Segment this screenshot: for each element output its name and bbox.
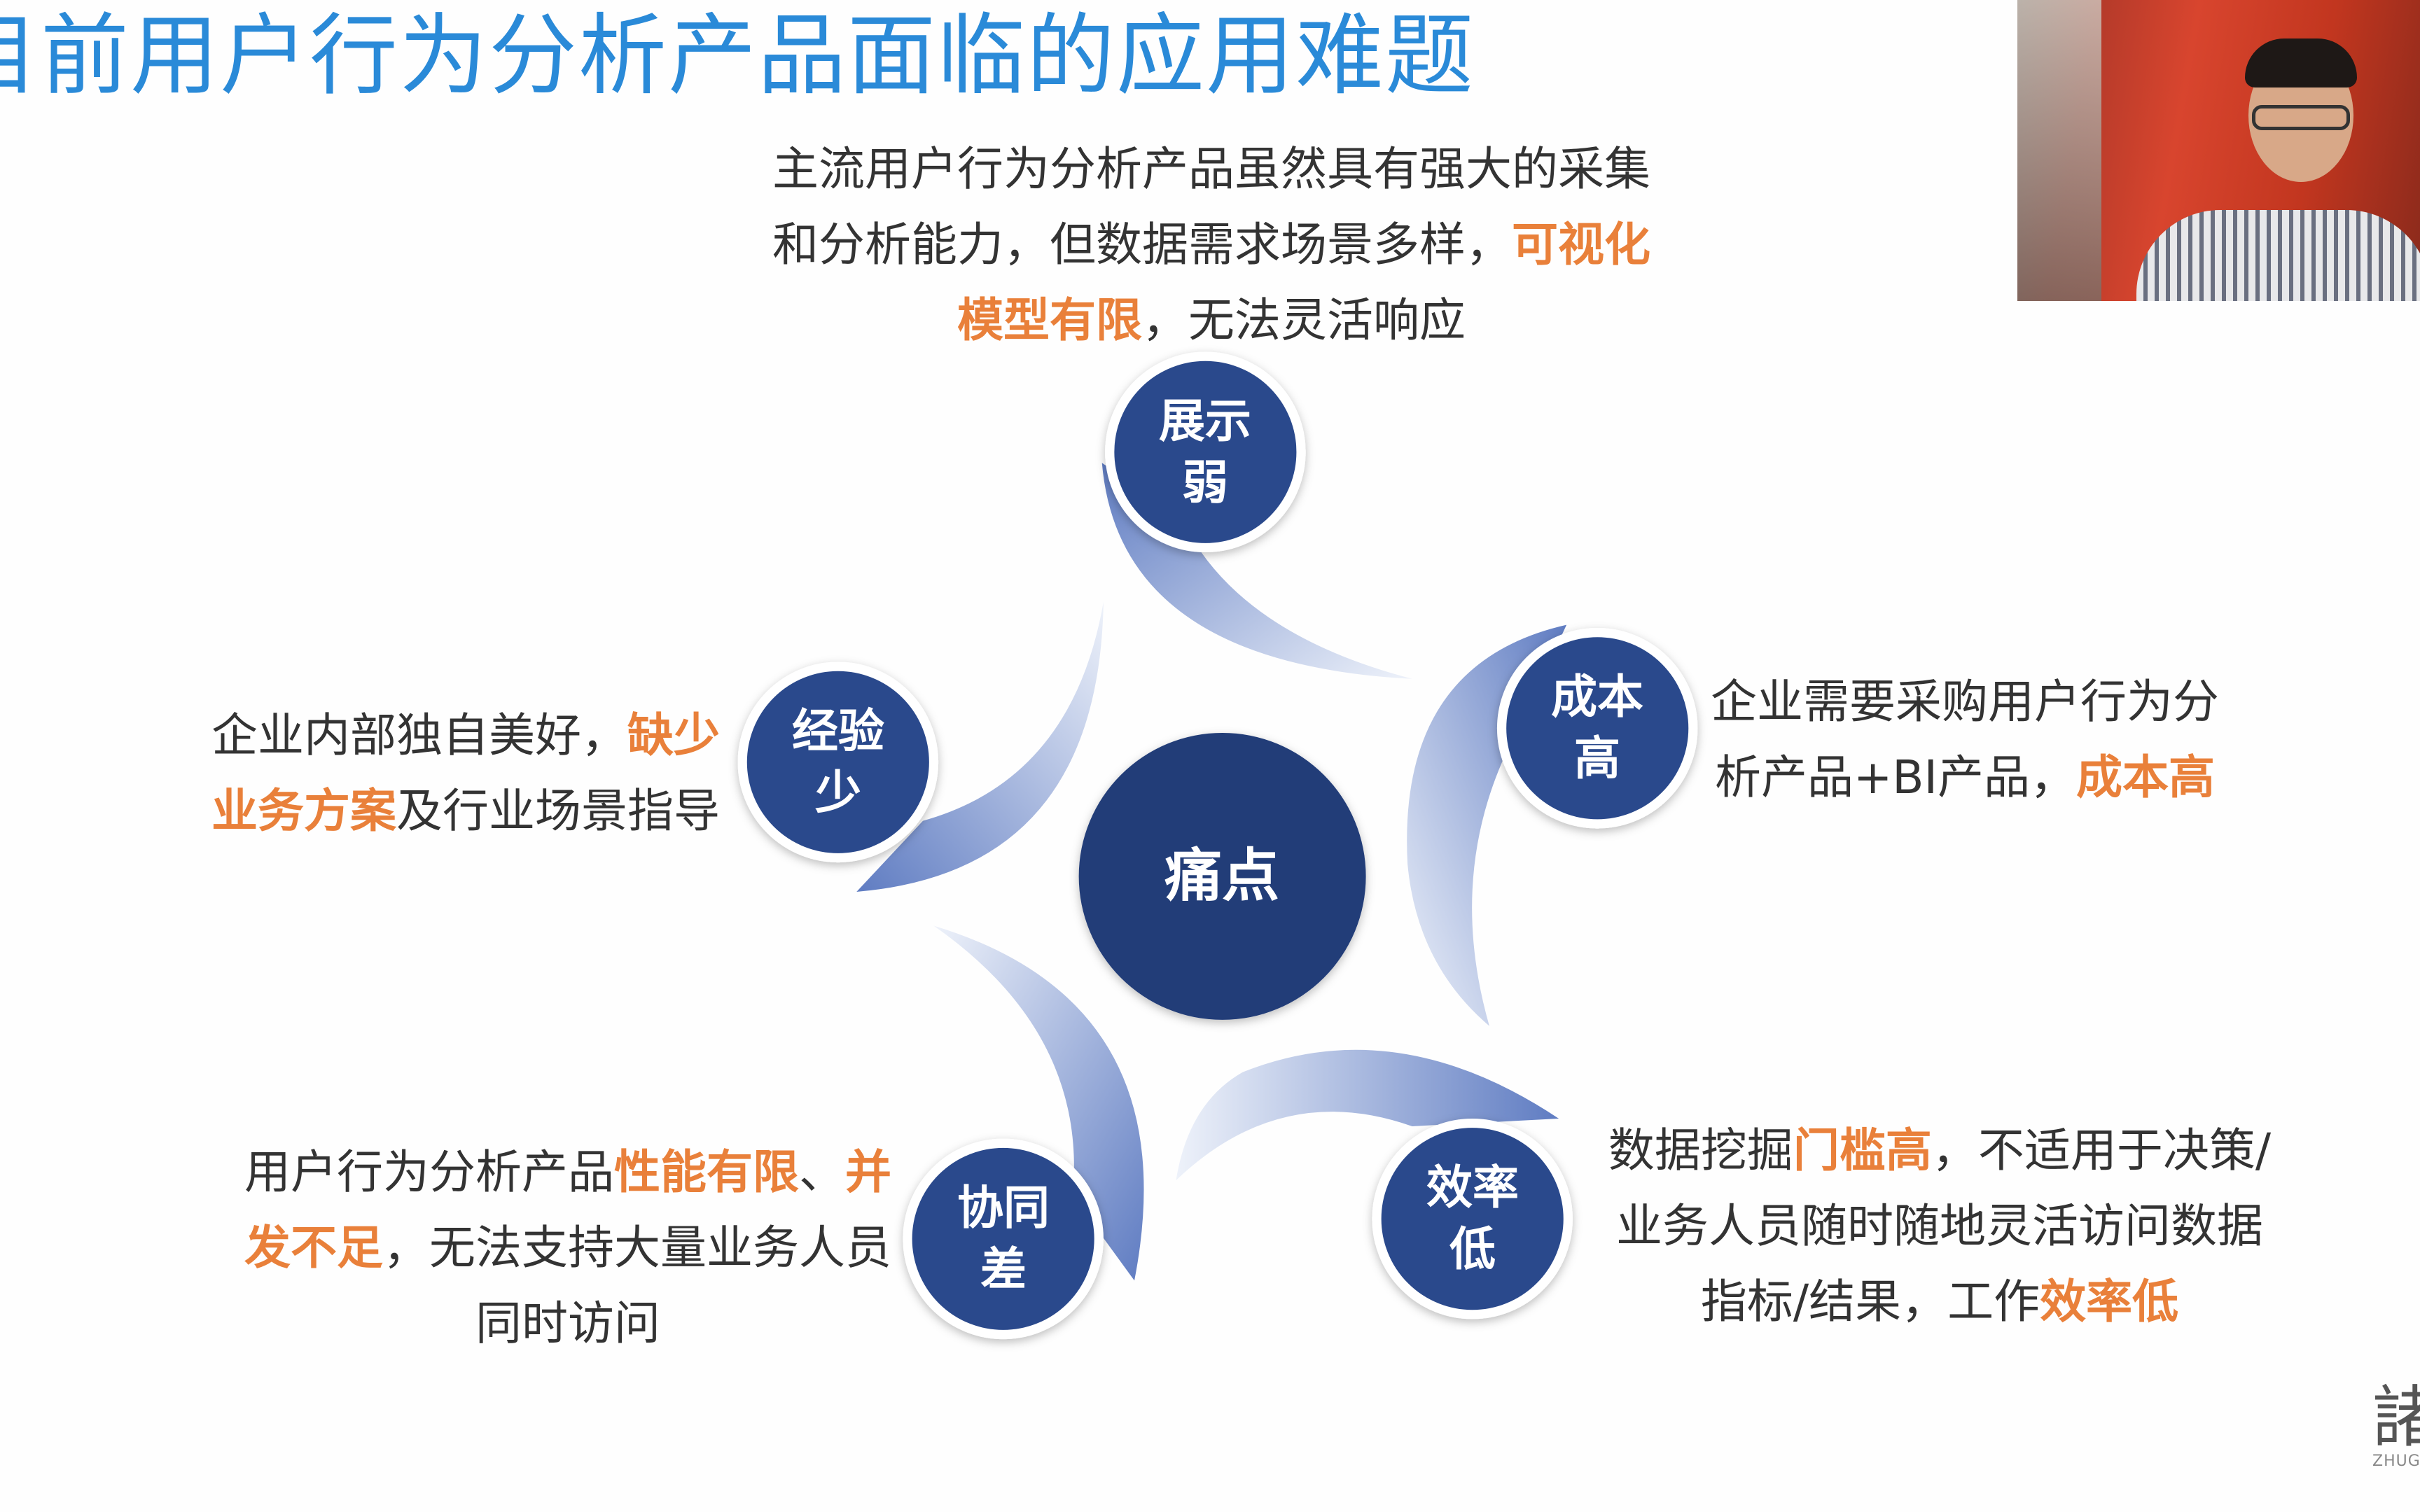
- zhuge-logo: 諸 ZHUGE: [2372, 1382, 2420, 1470]
- node-label-efficiency: 效率低: [1426, 1157, 1519, 1280]
- text-segment: 数据挖掘: [1608, 1124, 1793, 1177]
- webcam-background-window: [2017, 0, 2101, 301]
- swirl-arc: [1176, 1049, 1559, 1181]
- node-label-cost: 成本高: [1551, 666, 1643, 790]
- highlight-segment: 发不足: [244, 1221, 383, 1275]
- text-display-weak: 主流用户行为分析产品虽然具有强大的采集 和分析能力，但数据需求场景多样，可视化 …: [721, 132, 1702, 358]
- node-label-collaboration: 协同差: [957, 1177, 1050, 1301]
- node-label-line: 效率: [1426, 1161, 1519, 1214]
- node-circle-efficiency: [1372, 1118, 1573, 1320]
- text-efficiency-low: 数据挖掘门槛高，不适用于决策/ 业务人员随时随地灵活访问数据 指标/结果，工作效…: [1590, 1113, 2290, 1340]
- text-segment: 和分析能力，但数据需求场景多样，: [772, 218, 1512, 272]
- highlight-segment: 缺少: [627, 708, 720, 762]
- node-label-line: 少: [815, 766, 861, 820]
- node-circles: [737, 351, 1698, 1340]
- presenter-body: [2136, 210, 2420, 301]
- text-segment: ，无法灵活响应: [1142, 293, 1466, 347]
- text-segment: 主流用户行为分析产品虽然具有强大的采集: [772, 142, 1650, 196]
- webcam-video: [2017, 0, 2420, 301]
- logo-text: ZHUGE: [2372, 1452, 2420, 1470]
- text-cost-high: 企业需要采购用户行为分 析产品+BI产品，成本高: [1685, 664, 2245, 816]
- text-segment: 用户行为分析产品: [244, 1145, 614, 1199]
- node-circle-display: [1105, 351, 1306, 553]
- swirl-arc: [856, 601, 1104, 892]
- node-label-line: 高: [1574, 732, 1620, 785]
- node-circle-collaboration: [903, 1138, 1104, 1340]
- node-label-line: 弱: [1182, 456, 1228, 510]
- highlight-segment: 并: [845, 1145, 891, 1199]
- node-label-line: 展示: [1159, 394, 1251, 448]
- text-segment: 及行业场景指导: [396, 784, 720, 838]
- text-experience-lacking: 企业内部独自美好，缺少 业务方案及行业场景指导: [186, 698, 746, 849]
- presenter-hair: [2245, 38, 2357, 88]
- swirl-arc: [1407, 624, 1567, 1026]
- text-segment: 企业内部独自美好，: [211, 708, 627, 762]
- node-label-line: 协同: [957, 1181, 1050, 1235]
- presenter-glasses: [2252, 105, 2350, 130]
- text-segment: 析产品+BI产品，: [1714, 750, 2077, 804]
- highlight-segment: 效率低: [2040, 1275, 2179, 1329]
- logo-char: 諸: [2372, 1378, 2420, 1457]
- node-label-line: 差: [980, 1242, 1027, 1296]
- text-segment: ，不适用于决策/: [1931, 1124, 2272, 1177]
- center-circle: [1078, 732, 1366, 1020]
- node-label-display: 展示弱: [1159, 391, 1251, 514]
- text-segment: 同时访问: [475, 1296, 660, 1350]
- node-label-line: 经验: [792, 704, 884, 758]
- slide-title: 目前用户行为分析产品面临的应用难题: [0, 4, 1475, 107]
- highlight-segment: 性能有限: [614, 1145, 799, 1199]
- highlight-segment: 业务方案: [211, 784, 396, 838]
- text-segment: 企业需要采购用户行为分: [1711, 675, 2219, 729]
- highlight-segment: 门槛高: [1793, 1124, 1932, 1177]
- highlight-segment: 模型有限: [957, 293, 1142, 347]
- text-collaboration-poor: 用户行为分析产品性能有限、并 发不足，无法支持大量业务人员 同时访问: [218, 1135, 918, 1362]
- text-segment: ，无法支持大量业务人员: [383, 1221, 891, 1275]
- node-label-line: 低: [1449, 1222, 1496, 1276]
- text-segment: 业务人员随时随地灵活访问数据: [1616, 1199, 2263, 1253]
- node-label-experience: 经验少: [792, 701, 884, 824]
- node-circle-cost: [1496, 628, 1698, 829]
- center-label: 痛点: [1164, 843, 1280, 909]
- node-circle-experience: [737, 662, 939, 863]
- highlight-segment: 成本高: [2076, 750, 2216, 804]
- node-label-line: 成本: [1551, 670, 1643, 724]
- text-segment: 指标/结果，工作: [1700, 1275, 2040, 1329]
- text-segment: 、: [799, 1145, 845, 1199]
- highlight-segment: 可视化: [1512, 218, 1650, 272]
